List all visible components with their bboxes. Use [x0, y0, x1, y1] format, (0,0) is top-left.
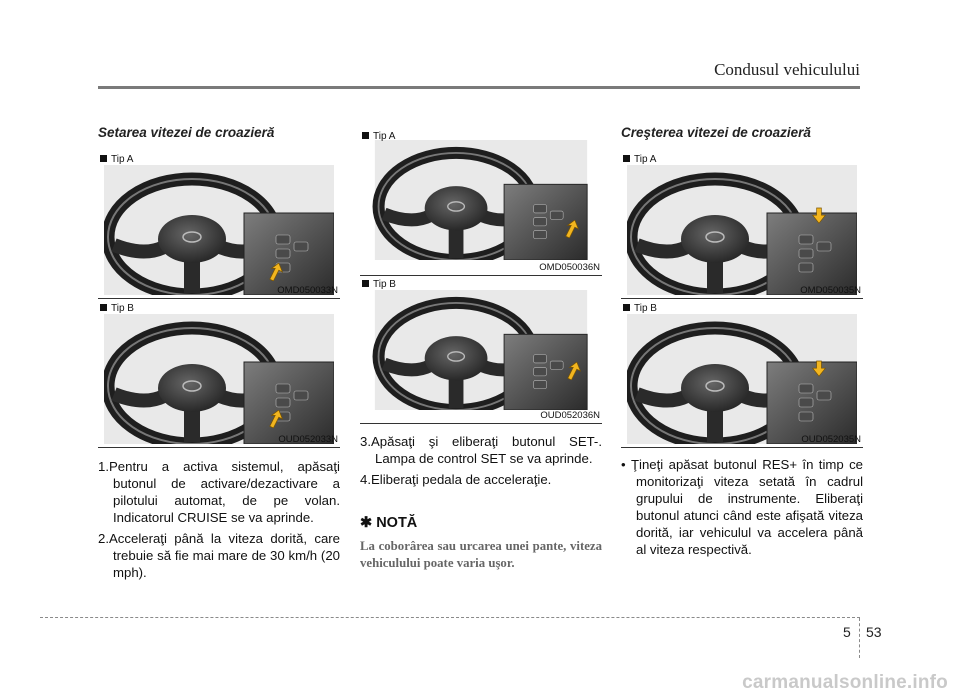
tip-label: Tip B	[100, 303, 134, 314]
tip-label: Tip A	[362, 131, 395, 142]
watermark: carmanualsonline.info	[742, 672, 948, 693]
steps-left: 1.Pentru a activa sistemul, apăsaţi buto…	[98, 458, 340, 581]
figure-middle-tip-a: Tip A OMD050036N	[360, 128, 602, 274]
step-1: 1.Pentru a activa sistemul, apăsaţi buto…	[98, 459, 340, 525]
figure-left-tip-a: Tip A OMD050033N	[98, 151, 340, 297]
note-body: La coborârea sau urcarea unei pante, vit…	[360, 539, 602, 570]
step-2: 2.Acceleraţi până la viteza dorită, care…	[98, 531, 340, 580]
figure-code: OMD050036N	[539, 262, 600, 273]
figure-divider	[98, 298, 340, 299]
figure-code: OUD052036N	[540, 410, 600, 421]
figure-right-tip-a: Tip A OMD050035N	[621, 151, 863, 297]
steering-wheel-illustration	[621, 151, 863, 297]
section-title-setting-cruise: Setarea vitezei de croazieră	[98, 125, 275, 140]
step-3: 3.Apăsaţi şi eliberaţi butonul SET-. Lam…	[360, 434, 602, 466]
figure-code: OMD050033N	[277, 285, 338, 296]
note-heading: ✱ NOTĂ	[360, 515, 418, 531]
page-number: 53	[866, 624, 882, 640]
figure-code: OUD052035N	[801, 434, 861, 445]
figure-divider	[621, 447, 863, 448]
figure-divider	[360, 275, 602, 276]
square-icon	[100, 155, 107, 162]
steering-wheel-illustration	[98, 300, 340, 446]
header-rule	[98, 86, 860, 89]
figure-code: OUD052033N	[278, 434, 338, 445]
tip-label: Tip B	[362, 279, 396, 290]
figure-right-tip-b: Tip B OUD052035N	[621, 300, 863, 446]
figure-left-tip-b: Tip B OUD052033N	[98, 300, 340, 446]
tip-label: Tip A	[100, 154, 133, 165]
section-number: 5	[843, 624, 851, 640]
figure-divider	[621, 298, 863, 299]
steering-wheel-illustration	[621, 300, 863, 446]
steering-wheel-illustration	[360, 128, 602, 274]
steering-wheel-illustration	[360, 276, 602, 422]
square-icon	[362, 132, 369, 139]
page-number-separator	[859, 618, 860, 658]
steering-wheel-illustration	[98, 151, 340, 297]
footer-rule	[40, 617, 860, 618]
step-4: 4.Eliberaţi pedala de acceleraţie.	[360, 472, 552, 487]
figure-middle-tip-b: Tip B OUD052036N	[360, 276, 602, 422]
figure-divider	[360, 423, 602, 424]
bullet-res-plus: • Ţineţi apăsat butonul RES+ în timp ce …	[621, 457, 863, 557]
section-title-increasing-cruise: Creşterea vitezei de croazieră	[621, 125, 811, 140]
chapter-title: Condusul vehiculului	[714, 60, 860, 79]
square-icon	[100, 304, 107, 311]
bullet-right: • Ţineţi apăsat butonul RES+ în timp ce …	[621, 456, 863, 558]
square-icon	[623, 155, 630, 162]
square-icon	[623, 304, 630, 311]
steps-middle: 3.Apăsaţi şi eliberaţi butonul SET-. Lam…	[360, 433, 602, 488]
figure-divider	[98, 447, 340, 448]
square-icon	[362, 280, 369, 287]
tip-label: Tip A	[623, 154, 656, 165]
figure-code: OMD050035N	[800, 285, 861, 296]
tip-label: Tip B	[623, 303, 657, 314]
asterisk-icon: ✱	[360, 515, 373, 531]
